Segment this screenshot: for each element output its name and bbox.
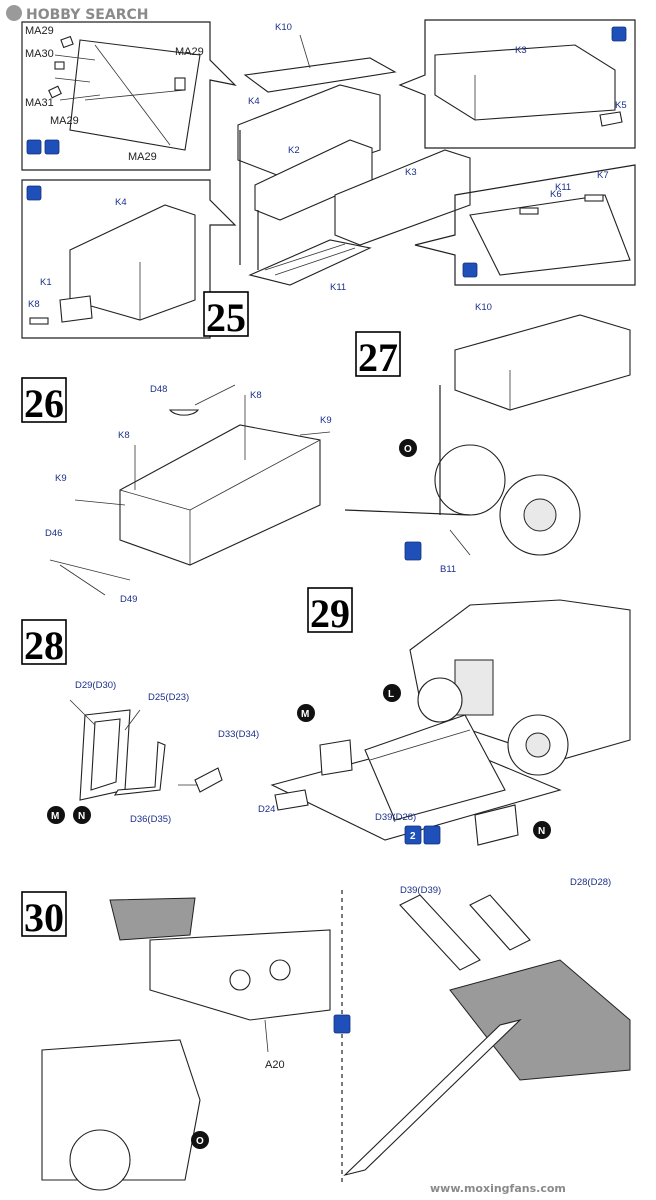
label-ma29-d: MA29 [128, 151, 157, 163]
step-27-number: 27 [358, 335, 398, 380]
label-step29-d24: D24 [258, 804, 275, 815]
remove-part-icon [404, 541, 422, 561]
paint-icon [44, 139, 60, 155]
label-k8-detail: K8 [28, 299, 40, 310]
label-step25-k3: K3 [405, 167, 417, 178]
step26-assembly: D48 K8 K9 K8 K9 D46 D49 [45, 384, 332, 605]
label-step27-k10: K10 [475, 302, 492, 313]
glue-icon [611, 26, 627, 42]
label-step28-d29: D29(D30) [75, 680, 116, 691]
label-step26-k8a: K8 [250, 390, 262, 401]
label-step28-d36: D36(D35) [130, 814, 171, 825]
step27-trailer: K10 B11 O [344, 302, 631, 575]
label-step26-k9a: K9 [320, 415, 332, 426]
circle-l-step29: L [388, 689, 394, 700]
glue-icon [26, 185, 42, 201]
step-27-box: 27 [355, 331, 401, 380]
label-step25-k11: K11 [330, 282, 346, 293]
glue-icon [462, 262, 478, 278]
step28-assembly: D29(D30) D25(D23) D33(D34) D36(D35) M N [47, 680, 259, 825]
glue-icon [26, 139, 42, 155]
label-step26-k9b: K9 [55, 473, 67, 484]
circle-m-step29: M [301, 709, 309, 720]
label-step26-k8b: K8 [118, 430, 130, 441]
watermark-bottom-text: www.moxingfans.com [430, 1182, 566, 1195]
label-ma31: MA31 [25, 97, 54, 109]
step-25-box: 25 [203, 291, 249, 340]
step-26-number: 26 [24, 381, 64, 426]
circle-o-step27: O [404, 444, 412, 455]
step30-assembly: A20 O D39(D39) D28(D28) [41, 877, 631, 1191]
label-ma29-a: MA29 [25, 25, 54, 37]
step-29-number: 29 [310, 591, 350, 636]
label-step26-d46: D46 [45, 528, 62, 539]
label-step28-d25: D25(D23) [148, 692, 189, 703]
optional-part-icon [423, 825, 441, 845]
callout-k3-k5: K3 K5 [398, 19, 636, 149]
label-step30-d28: D28(D28) [570, 877, 611, 888]
step29-vehicle: L M N D24 D39(D28) 2 [258, 599, 631, 846]
step-26-box: 26 [21, 377, 67, 426]
circle-o-step30: O [196, 1136, 204, 1147]
quantity-icon [404, 825, 422, 845]
label-step26-d49: D49 [120, 594, 137, 605]
step-25-number: 25 [206, 295, 246, 340]
label-k3-detail: K3 [515, 45, 527, 56]
step-30-number: 30 [24, 895, 64, 940]
step-30-box: 30 [21, 891, 67, 940]
label-ma30: MA30 [25, 48, 54, 60]
label-ma29-c: MA29 [50, 115, 79, 127]
step-28-number: 28 [24, 623, 64, 668]
label-k4-detail: K4 [115, 197, 127, 208]
label-step25-k10: K10 [275, 22, 292, 33]
callout-ma-parts: MA29 MA30 MA29 MA31 MA29 MA29 [21, 21, 237, 171]
label-ma29-b: MA29 [175, 46, 204, 58]
label-k11-detail: K11 [555, 182, 571, 193]
optional-part-icon [333, 1014, 351, 1034]
label-step29-d39: D39(D28) [375, 812, 416, 823]
quantity-x2: 2 [410, 831, 416, 842]
circle-n-step29: N [538, 826, 545, 837]
label-k1: K1 [40, 277, 52, 288]
label-step27-b11: B11 [440, 564, 456, 575]
label-step28-d33: D33(D34) [218, 729, 259, 740]
label-k6: K6 [550, 189, 562, 200]
label-step26-d48: D48 [150, 384, 167, 395]
label-step25-k4: K4 [248, 96, 260, 107]
label-k7: K7 [597, 170, 609, 181]
step-29-box: 29 [307, 587, 353, 636]
label-k5: K5 [615, 100, 627, 111]
circle-m-step28: M [51, 811, 59, 822]
callout-k6-k11-k7: K6 K11 K7 [414, 164, 636, 286]
circle-n-step28: N [78, 811, 85, 822]
label-step25-k2: K2 [288, 145, 300, 156]
label-step30-a20: A20 [265, 1059, 285, 1071]
callout-k4-k1-k8: K4 K1 K8 [21, 179, 237, 339]
label-step30-d39: D39(D39) [400, 885, 441, 896]
step25-assembly: K10 K4 K2 K3 K11 [237, 22, 471, 293]
hobby-search-watermark: HOBBY SEARCH [6, 5, 148, 23]
step-28-box: 28 [21, 619, 67, 668]
watermark-top-text: HOBBY SEARCH [26, 7, 148, 23]
